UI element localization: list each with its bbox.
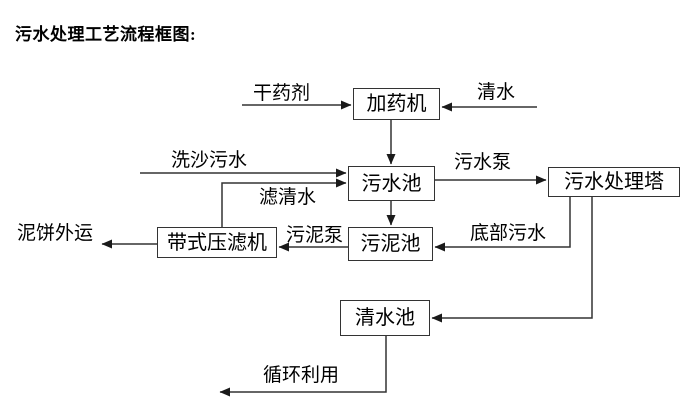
label-dry-agent: 干药剂 [253, 83, 311, 104]
node-sewage-treatment-tower-label: 污水处理塔 [564, 171, 664, 193]
edge-bottom-sewage-to-sludge-pool [434, 197, 571, 252]
node-sewage-pool: 污水池 [348, 166, 435, 201]
label-mud-cake-outbound: 泥饼外运 [17, 223, 94, 244]
node-sewage-pool-label: 污水池 [361, 172, 422, 195]
label-sand-washing-sewage: 洗沙污水 [171, 150, 248, 171]
label-bottom-sewage: 底部污水 [470, 223, 547, 244]
node-dosing-machine-label: 加药机 [366, 93, 427, 115]
page-title: 污水处理工艺流程框图: [15, 25, 197, 44]
node-clean-water-pool: 清水池 [340, 300, 430, 336]
label-sewage-pump: 污水泵 [454, 152, 512, 173]
label-sludge-pump: 污泥泵 [286, 225, 344, 246]
node-belt-filter-press-label: 带式压滤机 [167, 231, 267, 254]
node-sewage-treatment-tower: 污水处理塔 [548, 167, 680, 197]
node-belt-filter-press: 带式压滤机 [157, 227, 277, 258]
node-dosing-machine: 加药机 [353, 88, 440, 120]
edge-filtered-water-to-sewage-pool [221, 178, 347, 227]
label-clean-water: 清水 [477, 82, 516, 103]
edge-treatment-tower-to-clean-water-pool [431, 197, 593, 323]
node-sludge-pool-label: 污泥池 [360, 233, 421, 255]
edge-clean-water-pool-to-recycle-use [219, 336, 387, 397]
node-sludge-pool: 污泥池 [348, 227, 433, 261]
node-clean-water-pool-label: 清水池 [355, 307, 415, 329]
label-recycle-use: 循环利用 [263, 365, 340, 386]
label-filtered-water: 滤清水 [259, 187, 317, 208]
